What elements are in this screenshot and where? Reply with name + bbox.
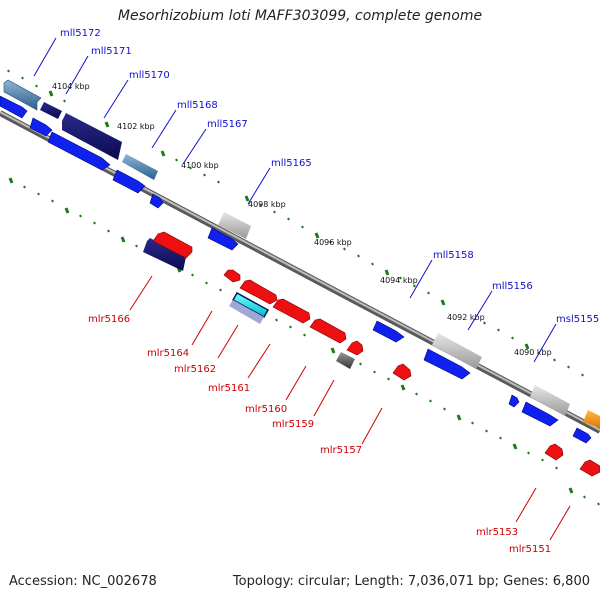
gene-arrow[interactable] — [544, 443, 564, 461]
reverse-gene-labels: mlr5166 mlr5164 mlr5162 mlr5161 mlr5160 … — [88, 314, 551, 555]
gene-box-mlr5166[interactable] — [143, 238, 186, 271]
gene-arrow[interactable] — [207, 227, 239, 251]
gene-label-mll5172[interactable]: mll5172 — [60, 28, 101, 39]
gene-arrow[interactable] — [423, 348, 471, 380]
gene-arrow[interactable] — [29, 117, 53, 137]
gene-label-mll5170[interactable]: mll5170 — [129, 70, 170, 81]
map-title: Mesorhizobium loti MAFF303099, complete … — [117, 8, 483, 24]
gene-label-mll5158[interactable]: mll5158 — [433, 250, 474, 261]
gene-box-mll5168[interactable] — [122, 154, 158, 180]
gene-label-msl5155[interactable]: msl5155 — [556, 314, 599, 325]
topology-text: Topology: circular; Length: 7,036,071 bp… — [232, 574, 590, 589]
gene-arrow[interactable] — [309, 318, 347, 344]
tick-marks — [7, 69, 600, 506]
kbp-label: 4098 kbp — [248, 200, 286, 209]
gene-label-mlr5164[interactable]: mlr5164 — [147, 348, 189, 359]
gene-label-mlr5161[interactable]: mlr5161 — [208, 383, 250, 394]
gene-label-mll5171[interactable]: mll5171 — [91, 46, 132, 57]
gene-label-mlr5157[interactable]: mlr5157 — [320, 445, 362, 456]
gene-label-mlr5162[interactable]: mlr5162 — [174, 364, 216, 375]
gene-arrow[interactable] — [47, 131, 111, 171]
forward-gene-boxes — [3, 79, 600, 428]
gene-label-mlr5166[interactable]: mlr5166 — [88, 314, 130, 325]
gene-label-mll5156[interactable]: mll5156 — [492, 281, 533, 292]
gene-box-mll5170[interactable] — [62, 113, 122, 160]
kbp-label: 4100 kbp — [181, 161, 219, 170]
gene-box-mll5172[interactable] — [3, 79, 42, 111]
gene-label-mll5165[interactable]: mll5165 — [271, 158, 312, 169]
gene-label-mlr5159[interactable]: mlr5159 — [272, 419, 314, 430]
gene-arrow[interactable] — [223, 269, 241, 283]
gene-box-mll5171[interactable] — [40, 102, 62, 119]
gene-arrow[interactable] — [0, 95, 28, 119]
gene-arrow[interactable] — [272, 298, 311, 324]
gene-arrow[interactable] — [152, 231, 193, 259]
gene-arrow[interactable] — [372, 320, 405, 343]
gene-label-mlr5160[interactable]: mlr5160 — [245, 404, 287, 415]
reverse-gene-arrows — [152, 231, 600, 477]
gene-arrow[interactable] — [392, 363, 412, 381]
gene-arrow[interactable] — [579, 459, 600, 477]
gene-arrow[interactable] — [239, 279, 278, 305]
reverse-leader-lines — [129, 275, 571, 541]
kbp-label: 4096 kbp — [314, 238, 352, 247]
reverse-gene-boxes — [143, 238, 355, 369]
gene-arrow[interactable] — [572, 427, 592, 444]
gene-arrow[interactable] — [508, 394, 520, 408]
gene-arrow[interactable] — [149, 193, 164, 209]
forward-gene-arrows — [0, 95, 592, 444]
forward-leader-lines — [33, 37, 557, 363]
gene-box-orange[interactable] — [583, 410, 600, 428]
gene-label-mll5167[interactable]: mll5167 — [207, 119, 248, 130]
gene-box-msl5155[interactable] — [530, 385, 570, 416]
forward-gene-labels: mll5172 mll5171 mll5170 mll5168 mll5167 … — [60, 28, 599, 325]
gene-arrow[interactable] — [346, 340, 364, 356]
gene-box-mlr5159[interactable] — [336, 352, 355, 369]
gene-arrow[interactable] — [521, 401, 559, 427]
accession-text: Accession: NC_002678 — [9, 574, 157, 589]
gene-label-mlr5151[interactable]: mlr5151 — [509, 544, 551, 555]
gene-box-mll5158[interactable] — [432, 333, 482, 369]
kbp-label: 4102 kbp — [117, 122, 155, 131]
gene-label-mll5168[interactable]: mll5168 — [177, 100, 218, 111]
gene-arrow[interactable] — [112, 169, 146, 194]
kbp-label: 4092 kbp — [447, 313, 485, 322]
kbp-label: 4094 kbp — [380, 276, 418, 285]
gene-box-mlr5162-shade — [229, 300, 264, 324]
gene-label-mlr5153[interactable]: mlr5153 — [476, 527, 518, 538]
gene-box-mll5165[interactable] — [218, 212, 251, 239]
kbp-label: 4090 kbp — [514, 348, 552, 357]
